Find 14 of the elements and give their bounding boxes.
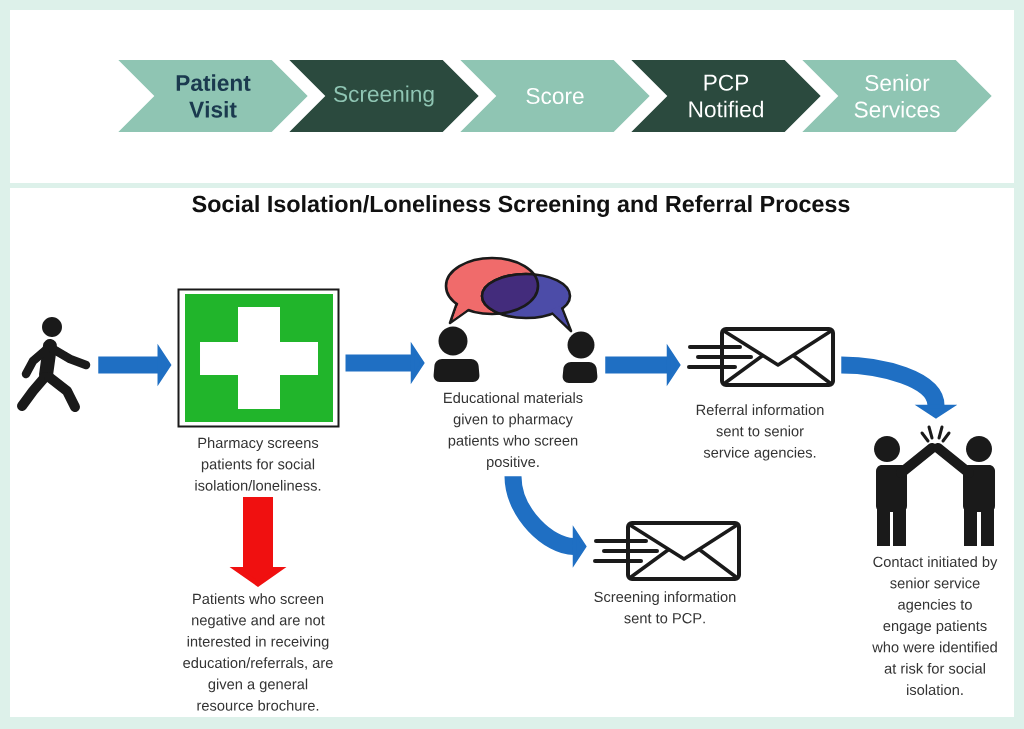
note-text: Patients who screen negative and are not interested in receiving education/referrals, are given a general resource brochure. [183, 593, 333, 711]
description-text: Contact initiated by senior service agencies to engage patients who were identified at risk for social isolation. [872, 556, 998, 696]
chevron-step: Senior Services [802, 60, 992, 132]
chevron-step: Patient Visit [118, 60, 308, 132]
chevron-step: PCP Notified [631, 60, 821, 132]
description-text: Screening information sent to PCP. [594, 591, 736, 624]
curved-arrow [841, 356, 958, 419]
chevron-step: Screening [289, 60, 479, 132]
walking-person-icon [17, 317, 91, 412]
description-text: Referral information sent to senior service agencies. [696, 404, 824, 461]
description-text: Educational materials given to pharmacy patients who screen positive. [444, 392, 583, 470]
description-text: Pharmacy screens patients for social isolation/loneliness. [195, 437, 321, 491]
chevron-step: Score [460, 60, 650, 132]
title: Social Isolation/Loneliness Screening and Referral Process [192, 195, 850, 217]
